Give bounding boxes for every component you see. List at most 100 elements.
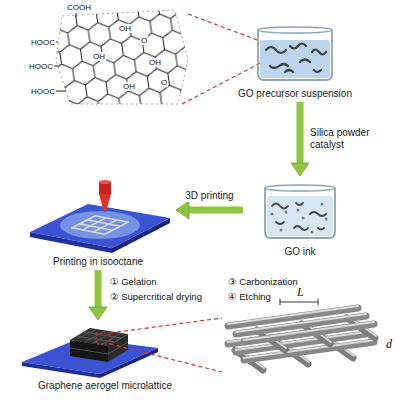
beaker: [258, 30, 332, 80]
chemical-group: OH: [148, 58, 162, 67]
stage-caption: Graphene aerogel microlattice: [36, 380, 174, 392]
aerogel-block: [22, 338, 158, 374]
print-platform: [30, 204, 170, 248]
microlattice: [280, 302, 318, 303]
aerogel-block: [22, 328, 158, 378]
print-platform: [60, 211, 140, 239]
go-structure: [54, 66, 58, 67]
beaker: [302, 217, 305, 220]
beaker: [325, 218, 328, 221]
go-structure: [45, 5, 195, 109]
arrow-shaft: [95, 270, 102, 308]
print-platform: [72, 216, 128, 234]
stage-box: GO precursor suspension: [228, 22, 362, 100]
beaker: [285, 70, 293, 72]
process-step: ③ Carbonization: [228, 276, 298, 288]
print-platform: [99, 194, 111, 212]
beaker: [270, 64, 288, 68]
print-platform: [99, 180, 111, 184]
chemical-group: OH: [118, 24, 132, 33]
print-platform: [105, 222, 128, 234]
print-platform: [30, 180, 170, 253]
go-structure: [76, 13, 77, 17]
beaker: [280, 229, 283, 232]
beaker: [267, 196, 333, 236]
chemical-group: OH: [122, 82, 136, 91]
zoom-line: [110, 344, 222, 372]
beaker: [296, 203, 303, 205]
microlattice: [244, 324, 374, 342]
process-arrow: [176, 201, 243, 219]
beaker: [265, 188, 335, 238]
chemical-group: HOOC: [30, 87, 56, 96]
aerogel-block: [101, 333, 121, 345]
dimension-label: d: [385, 338, 393, 351]
chemical-group: O: [160, 78, 168, 87]
aerogel-block: [70, 328, 128, 346]
beaker: [258, 27, 332, 33]
aerogel-block: [70, 329, 128, 354]
beaker: [312, 50, 326, 55]
chemical-group: HOOC: [30, 38, 56, 47]
go-structure: [56, 10, 188, 104]
aerogel-block: [76, 336, 114, 342]
chemical-group: O: [140, 36, 148, 45]
beaker: [272, 204, 288, 209]
stage-caption: Printing in isooctane: [51, 256, 145, 268]
beaker: [300, 60, 310, 63]
beaker: [260, 40, 330, 78]
process-step: ② Supercritical drying: [110, 291, 202, 303]
beaker: [310, 212, 326, 216]
process-arrow: [291, 102, 309, 176]
stage-box: Graphene aerogel microlattice: [20, 322, 190, 392]
step-label: 3D printing: [185, 190, 233, 202]
microlattice: [228, 306, 358, 324]
process-step: ④ Etching: [228, 291, 271, 303]
beaker: [266, 47, 286, 53]
beaker: [265, 185, 335, 238]
stage-box: GO ink: [245, 178, 355, 258]
beaker: [318, 228, 324, 230]
beaker: [271, 203, 328, 234]
arrow-head: [176, 201, 189, 219]
chemical-group: HOOC: [28, 62, 54, 71]
beaker: [297, 209, 300, 212]
dimension-label: L: [296, 286, 305, 299]
beaker: [266, 44, 326, 73]
beaker: [314, 70, 321, 72]
arrow-shaft: [297, 102, 304, 164]
microlattice: [318, 299, 319, 305]
process-step: ① Gelation: [110, 276, 157, 288]
go-structure: [45, 5, 195, 109]
microlattice: [228, 299, 376, 370]
chemical-group: COOH: [66, 3, 92, 12]
beaker: [258, 27, 332, 80]
arrow-shaft: [188, 207, 243, 214]
microlattice: [244, 342, 374, 360]
microlattice: [244, 322, 374, 340]
aerogel-block: [96, 333, 110, 344]
arrow-head: [291, 163, 309, 176]
beaker: [285, 211, 288, 214]
microlattice: [236, 314, 366, 332]
beaker: [276, 222, 284, 224]
chemical-group: OH: [92, 52, 106, 61]
beaker: [265, 185, 335, 191]
process-arrow: [89, 270, 107, 320]
microlattice: [228, 306, 374, 340]
step-label: Silica powder catalyst: [310, 127, 382, 151]
beaker: [321, 203, 324, 206]
arrow-head: [89, 307, 107, 320]
zoom-line: [110, 318, 222, 333]
stage-caption: GO precursor suspension: [236, 88, 354, 100]
beaker: [294, 226, 308, 230]
stage-caption: GO ink: [282, 246, 317, 258]
beaker: [290, 44, 306, 49]
beaker: [272, 203, 326, 230]
beaker: [271, 213, 274, 216]
zoom-line: [110, 318, 222, 372]
aerogel-block: [70, 348, 108, 354]
stage-box: Printing in isooctane: [22, 178, 174, 268]
microlattice: [280, 299, 281, 305]
